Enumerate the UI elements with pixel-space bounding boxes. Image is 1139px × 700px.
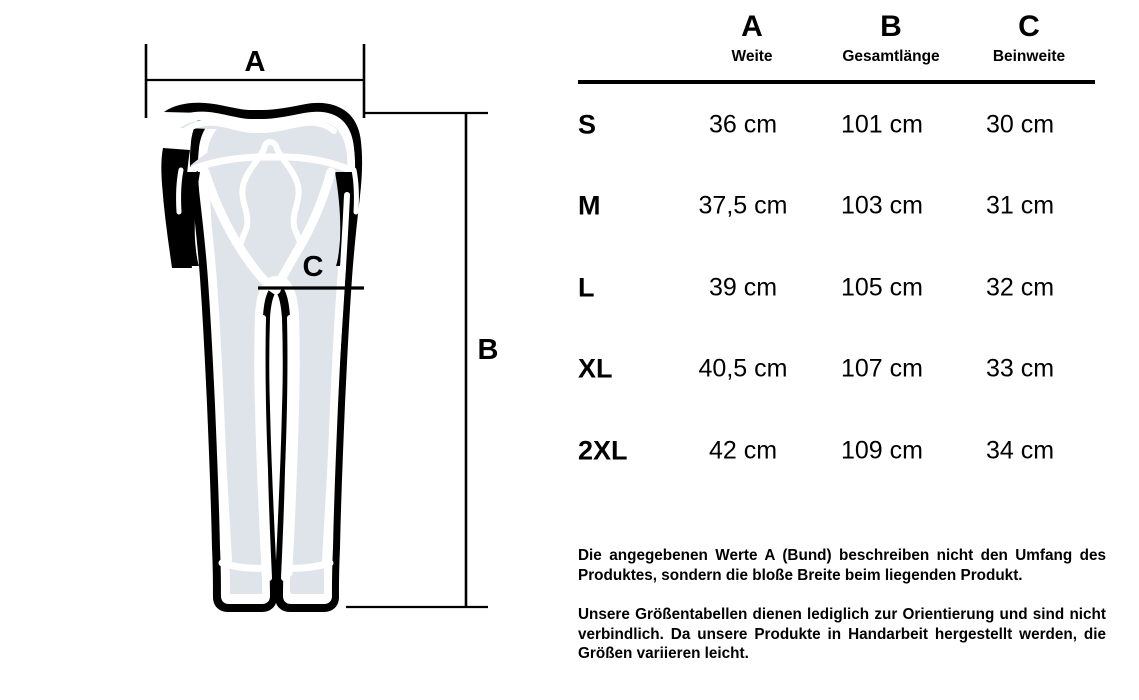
pants-diagram-panel: A B C (0, 0, 569, 700)
size-label: L (578, 272, 595, 303)
dimension-label-b: B (478, 334, 499, 366)
table-row: 2XL 42 cm 109 cm 34 cm (569, 410, 1139, 492)
table-row: XL 40,5 cm 107 cm 33 cm (569, 329, 1139, 411)
cuff-left-seam (218, 559, 270, 572)
cell-gesamtlaenge: 107 cm (841, 354, 923, 383)
table-header-b-letter: B (880, 10, 902, 43)
table-header-b-name: Gesamtlänge (842, 48, 940, 65)
table-header-c-name: Beinweite (992, 48, 1066, 65)
cell-gesamtlaenge: 109 cm (841, 436, 923, 465)
drawstring-eyelets (261, 138, 280, 152)
pocket-left (179, 172, 200, 266)
pocket-left-seam (176, 167, 184, 215)
footnotes: Die angegebenen Werte A (Bund) beschreib… (578, 546, 1106, 664)
pants-body (161, 102, 363, 613)
cell-weite: 36 cm (708, 110, 778, 139)
cuff-right-rib (290, 575, 322, 594)
table-row: S 36 cm 101 cm 30 cm (569, 84, 1139, 166)
size-label: XL (578, 353, 613, 384)
cell-beinweite: 32 cm (985, 273, 1055, 302)
table-row: L 39 cm 105 cm 32 cm (569, 247, 1139, 329)
size-label: S (578, 109, 597, 140)
cuff-left-rib (230, 575, 262, 594)
right-inseam (281, 315, 294, 581)
dimension-a (144, 44, 366, 118)
table-header-c: C Beinweite (949, 10, 1109, 67)
drawstring-left (237, 146, 267, 249)
waistband-top-seam (183, 119, 337, 134)
table-header-a: A Weite (672, 10, 832, 67)
table-header-c-letter: C (1018, 10, 1040, 43)
footnote-disclaimer: Unsere Größentabellen dienen lediglich z… (578, 606, 1106, 662)
cell-weite: 37,5 cm (698, 191, 788, 220)
dimension-label-a: A (245, 46, 266, 78)
right-leg-seam (322, 192, 350, 563)
cell-weite: 40,5 cm (698, 354, 788, 383)
cell-beinweite: 33 cm (985, 354, 1055, 383)
size-label: M (578, 190, 601, 221)
cell-weite: 42 cm (708, 436, 778, 465)
pocket-right-seam (351, 167, 359, 215)
dimension-b (346, 111, 488, 609)
measurement-table-panel: A Weite B Gesamtlänge C Beinweite S 36 c… (569, 0, 1139, 700)
waistband-seam (187, 153, 354, 174)
footnote-measurement-basis: Die angegebenen Werte A (Bund) beschreib… (578, 547, 1106, 584)
table-header-b: B Gesamtlänge (811, 10, 971, 67)
table-header-a-name: Weite (731, 48, 773, 65)
table-header-a-letter: A (741, 10, 763, 43)
table-row: M 37,5 cm 103 cm 31 cm (569, 166, 1139, 248)
cell-gesamtlaenge: 103 cm (841, 191, 923, 220)
table-header-row: A Weite B Gesamtlänge C Beinweite (578, 10, 1106, 72)
pants-technical-drawing: A B C (144, 44, 499, 613)
drawstring-right (274, 146, 304, 249)
size-label: 2XL (578, 435, 628, 466)
cell-beinweite: 31 cm (985, 191, 1055, 220)
dimension-label-c: C (303, 251, 324, 283)
cell-gesamtlaenge: 105 cm (841, 273, 923, 302)
cuff-right-seam (281, 559, 334, 572)
cell-weite: 39 cm (708, 273, 778, 302)
cell-beinweite: 34 cm (985, 436, 1055, 465)
cell-gesamtlaenge: 101 cm (841, 110, 923, 139)
left-inseam (259, 315, 272, 581)
left-leg-seam (204, 192, 232, 563)
table-header-divider (578, 80, 1095, 84)
table-body: S 36 cm 101 cm 30 cm M 37,5 cm 103 cm 31… (569, 84, 1139, 492)
cell-beinweite: 30 cm (985, 110, 1055, 139)
